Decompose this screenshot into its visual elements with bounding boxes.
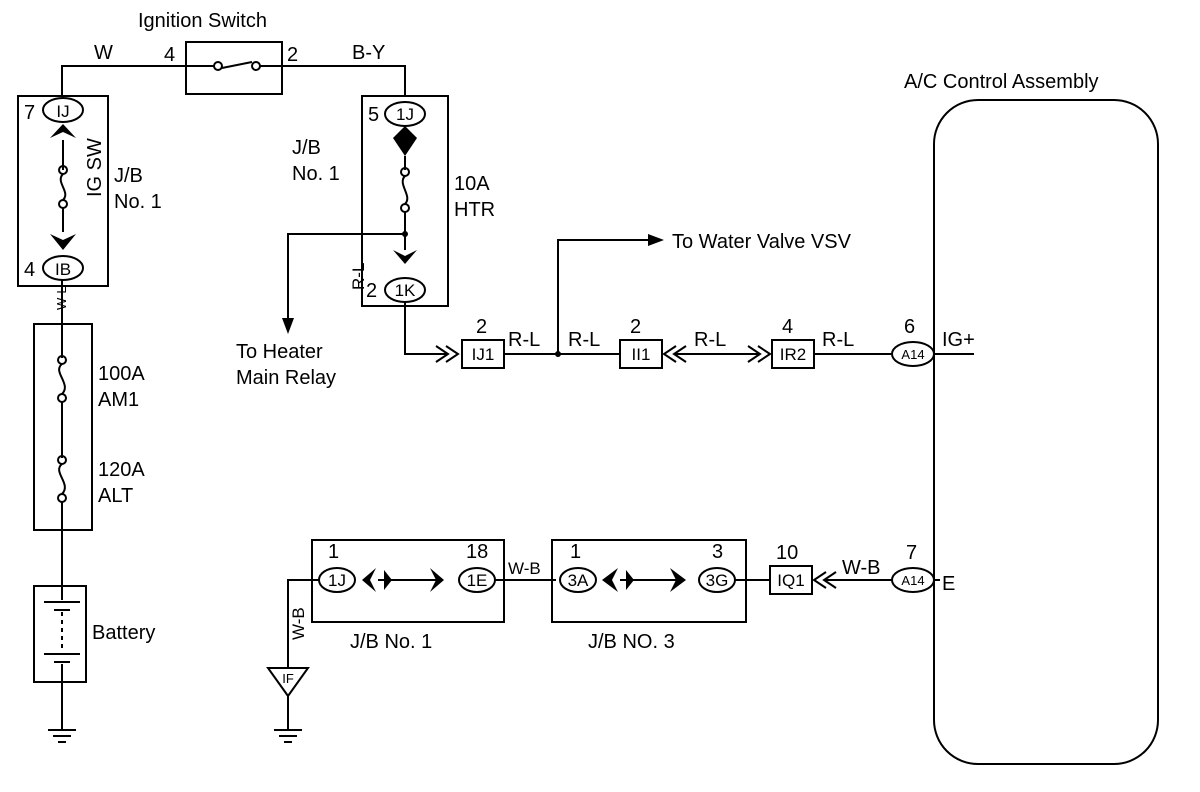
fuse-am1: AM1 <box>98 389 139 411</box>
connector-1j-bottom: 1J <box>328 571 346 590</box>
fusible-link-block: 100A AM1 120A ALT <box>33 323 145 531</box>
jb1-label-top: J/B <box>114 165 143 187</box>
connector-a14-bottom: A14 7 <box>891 542 935 593</box>
to-heater-line1: To Heater <box>236 341 323 363</box>
connector-1e: 1E <box>467 571 488 590</box>
wire-color-w-b-1: W-B <box>508 559 541 578</box>
wire-color-r-l-vertical: R-L <box>349 263 368 290</box>
connector-ii1: II1 2 <box>619 316 663 369</box>
ig-sw-label: IG SW <box>84 138 106 197</box>
wire-color-w-b-2: W-B <box>842 557 881 579</box>
connector-ib: IB <box>55 260 71 279</box>
pin-a14-6: 6 <box>904 316 915 338</box>
connector-1j: 1J <box>396 105 414 124</box>
junction-block-1-htr: 5 1J 2 1K 10A HTR <box>361 95 495 307</box>
junction-block-1-ig-sw: 7 IJ 4 IB IG SW J/B No. 1 <box>17 95 162 287</box>
pin-7: 7 <box>24 102 35 124</box>
jb3-bottom-label: J/B NO. 3 <box>588 631 675 653</box>
pin-4: 4 <box>24 259 35 281</box>
connector-ij1: IJ1 2 <box>461 316 505 369</box>
wire-color-w: W <box>94 42 113 64</box>
connector-ii1-label: II1 <box>632 345 651 364</box>
connector-3g: 3G <box>706 571 729 590</box>
pin-1j-1: 1 <box>328 541 339 563</box>
junction-block-3: 1 3A 3 3G J/B NO. 3 <box>551 539 747 653</box>
pin-a14-7: 7 <box>906 542 917 564</box>
fuse-10a: 10A <box>454 173 490 195</box>
ig-plus-label: IG+ <box>942 329 975 351</box>
pin-3g-3: 3 <box>712 541 723 563</box>
fuse-htr: HTR <box>454 199 495 221</box>
wire-color-r-l-3: R-L <box>694 329 726 351</box>
ground-if-label: IF <box>282 671 294 686</box>
switch-pin-2: 2 <box>287 44 298 66</box>
connector-ir2-label: IR2 <box>780 345 806 364</box>
pin-2-htr: 2 <box>366 280 377 302</box>
pin-5: 5 <box>368 104 379 126</box>
jb1-label-mid2: No. 1 <box>292 163 340 185</box>
connector-1k: 1K <box>395 281 416 300</box>
e-terminal-label: E <box>942 573 955 595</box>
pin-ir2-4: 4 <box>782 316 793 338</box>
connector-ij1-label: IJ1 <box>472 345 495 364</box>
fuse-100a: 100A <box>98 363 145 385</box>
pin-ii1-2: 2 <box>630 316 641 338</box>
connector-a14-top: A14 6 <box>891 316 935 367</box>
wire-color-w-l: W-L <box>54 286 69 310</box>
fuse-alt: ALT <box>98 485 133 507</box>
pin-1e-18: 18 <box>466 541 488 563</box>
ground-if-icon: IF <box>266 667 310 743</box>
connector-iq1-label: IQ1 <box>777 571 804 590</box>
connector-a14-bottom-label: A14 <box>901 573 924 588</box>
wire-color-r-l-2: R-L <box>568 329 600 351</box>
connector-ij: IJ <box>56 102 69 121</box>
connector-ir2: IR2 4 <box>771 316 815 369</box>
jb1-label-top2: No. 1 <box>114 191 162 213</box>
ac-control-assembly: A/C Control Assembly <box>904 71 1159 765</box>
connector-a14-top-label: A14 <box>901 347 924 362</box>
to-water-valve-label: To Water Valve VSV <box>672 231 852 253</box>
ignition-switch: Ignition Switch 4 2 <box>138 10 298 95</box>
wire-color-r-l-4: R-L <box>822 329 854 351</box>
pin-iq1-10: 10 <box>776 542 798 564</box>
to-heater-line2: Main Relay <box>236 367 336 389</box>
pin-3a-1: 1 <box>570 541 581 563</box>
connector-iq1: IQ1 10 <box>769 542 813 595</box>
battery-ground-icon <box>48 729 76 743</box>
ignition-switch-label: Ignition Switch <box>138 10 267 32</box>
pin-ij1-2: 2 <box>476 316 487 338</box>
connector-3a: 3A <box>568 571 589 590</box>
switch-pin-4: 4 <box>164 44 175 66</box>
battery: Battery <box>33 585 155 683</box>
battery-label: Battery <box>92 622 155 644</box>
ac-control-assembly-label: A/C Control Assembly <box>904 71 1099 93</box>
jb1-label-mid: J/B <box>292 137 321 159</box>
junction-block-1-bottom: 1 1J 18 1E J/B No. 1 <box>311 539 505 653</box>
jb1-bottom-label: J/B No. 1 <box>350 631 432 653</box>
wire-color-w-b-ground: W-B <box>289 607 308 640</box>
wire-color-r-l-1: R-L <box>508 329 540 351</box>
fuse-120a: 120A <box>98 459 145 481</box>
wire-color-b-y: B-Y <box>352 42 385 64</box>
